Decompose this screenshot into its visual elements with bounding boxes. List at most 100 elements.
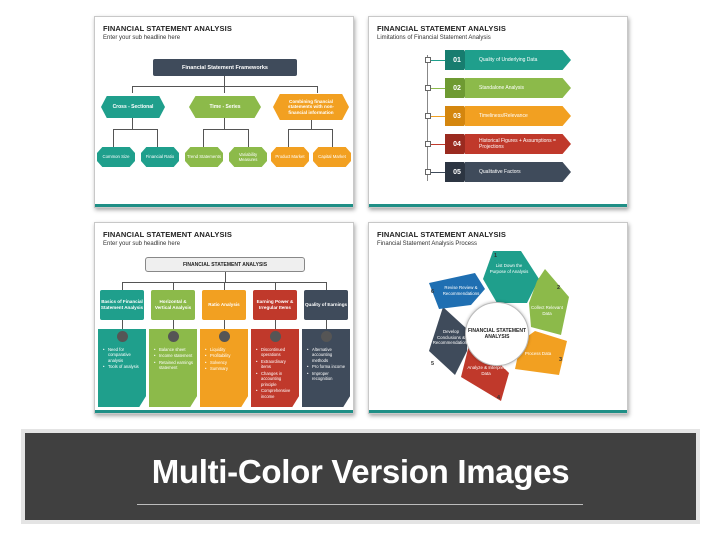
connector <box>275 282 276 290</box>
slide-thumbnail-frameworks[interactable]: FINANCIAL STATEMENT ANALYSIS Enter your … <box>94 16 354 208</box>
process-step-label: Analyze & Interpret Data <box>467 365 505 376</box>
connector <box>122 320 123 329</box>
column-bullet: Changes in accounting principle <box>256 371 296 387</box>
timeline-tick <box>431 116 445 117</box>
connector <box>157 129 158 147</box>
process-step-label: List Down the Purpose of Analysis <box>489 263 529 274</box>
limitation-item: Qualitative Factors <box>465 162 571 182</box>
timeline-tick <box>431 172 445 173</box>
column-head: Earning Power & Irregular Items <box>253 290 297 320</box>
connector <box>317 86 318 93</box>
connector <box>311 120 312 129</box>
column-head: Quality of Earnings <box>304 290 348 320</box>
connector <box>326 320 327 329</box>
slide-thumbnail-process[interactable]: FINANCIAL STATEMENT ANALYSIS Financial S… <box>368 222 628 414</box>
slide-subtitle: Enter your sub headline here <box>103 241 181 247</box>
process-segment <box>429 273 485 309</box>
branch-cross-sectional: Cross - Sectional <box>101 96 165 118</box>
limitation-number: 02 <box>445 78 469 98</box>
column-bullet: Extraordinary items <box>256 359 296 370</box>
timeline-tick <box>431 88 445 89</box>
limitation-label: Quality of Underlying Data <box>479 57 538 63</box>
branch-time-series: Time - Series <box>189 96 261 118</box>
leaf-financial-ratio: Financial Ratio <box>141 147 179 167</box>
column-body: Discontinued operations Extraordinary it… <box>251 329 299 407</box>
timeline-marker <box>425 169 431 175</box>
limitation-number: 01 <box>445 50 469 70</box>
column-bullet: Need for comparative analysis <box>103 347 143 363</box>
process-step-number: 5 <box>431 361 435 367</box>
connector <box>203 129 248 130</box>
limitation-item: Timeliness/Relevance <box>465 106 571 126</box>
connector <box>113 129 157 130</box>
connector <box>122 282 123 290</box>
column-bullet: Pro forma income <box>307 364 347 370</box>
connector <box>224 118 225 129</box>
timeline-marker <box>425 85 431 91</box>
column-node-circle <box>117 331 128 342</box>
connector <box>288 129 332 130</box>
connector <box>173 320 174 329</box>
process-segment <box>461 345 509 401</box>
limitation-number: 04 <box>445 134 469 154</box>
timeline-marker <box>425 141 431 147</box>
column-bullet: Profitability <box>205 353 245 359</box>
leaf-common-size: Common Size <box>97 147 135 167</box>
banner: Multi-Color Version Images <box>25 433 696 520</box>
column-node-circle <box>270 331 281 342</box>
connector <box>224 320 225 329</box>
column-bullet: Balance sheet <box>154 347 194 353</box>
limitation-label: Standalone Analysis <box>479 85 525 91</box>
column-bullet: Summary <box>205 366 245 372</box>
connector <box>132 86 318 87</box>
leaf-variability-measures: Variability Measures <box>229 147 267 167</box>
connector <box>332 129 333 147</box>
slide-thumbnail-analysis-columns[interactable]: FINANCIAL STATEMENT ANALYSIS Enter your … <box>94 222 354 414</box>
branch-combining: Combining financial statements with non-… <box>273 94 349 120</box>
connector <box>224 76 225 86</box>
leaf-trend-statements: Trend Statements <box>185 147 223 167</box>
column-body: Balance sheet Income statement Retained … <box>149 329 197 407</box>
limitation-item: Standalone Analysis <box>465 78 571 98</box>
slide-thumbnail-limitations[interactable]: FINANCIAL STATEMENT ANALYSIS Limitations… <box>368 16 628 208</box>
column-bullet: Improper recognition <box>307 371 347 382</box>
process-step-number: 6 <box>431 289 435 295</box>
process-segment <box>429 307 467 375</box>
column-body: Alternative accounting methods Pro forma… <box>302 329 350 407</box>
limitation-item: Historical Figures + Assumptions = Proje… <box>465 134 571 154</box>
timeline-marker <box>425 57 431 63</box>
process-wheel <box>429 251 569 401</box>
process-center: FINANCIAL STATEMENT ANALYSIS <box>465 302 529 366</box>
slide-title: FINANCIAL STATEMENT ANALYSIS <box>377 24 506 33</box>
connector <box>173 282 174 290</box>
column-bullet: Solvency <box>205 360 245 366</box>
process-step-label: Process Data <box>524 351 552 356</box>
slide-title: FINANCIAL STATEMENT ANALYSIS <box>103 24 232 33</box>
process-segment <box>483 251 539 303</box>
column-head: Basics of Financial Statement Analysis <box>100 290 144 320</box>
column-node-circle <box>219 331 230 342</box>
limitation-label: Qualitative Factors <box>479 169 521 175</box>
timeline-tick <box>431 60 445 61</box>
process-segment <box>515 331 567 375</box>
column-node-circle <box>168 331 179 342</box>
connector <box>326 282 327 290</box>
connector <box>113 129 114 147</box>
process-step-number: 4 <box>497 395 501 401</box>
process-step-label: Develop Conclusions & Recommendations <box>432 329 470 346</box>
column-bullet: Retained earnings statement <box>154 360 194 371</box>
slide-title: FINANCIAL STATEMENT ANALYSIS <box>103 230 232 239</box>
banner-title: Multi-Color Version Images <box>151 453 570 490</box>
analysis-root-box: FINANCIAL STATEMENT ANALYSIS <box>145 257 305 272</box>
process-step-number: 1 <box>494 253 498 259</box>
connector <box>203 129 204 147</box>
column-body: Liquidity Profitability Solvency Summary <box>200 329 248 407</box>
process-segment <box>529 269 569 335</box>
limitation-label: Historical Figures + Assumptions = Proje… <box>479 138 556 150</box>
connector <box>132 86 133 93</box>
connector <box>248 129 249 147</box>
connector <box>275 320 276 329</box>
connector <box>224 282 225 290</box>
process-step-label: Revise Review & Recommendations <box>442 285 480 296</box>
